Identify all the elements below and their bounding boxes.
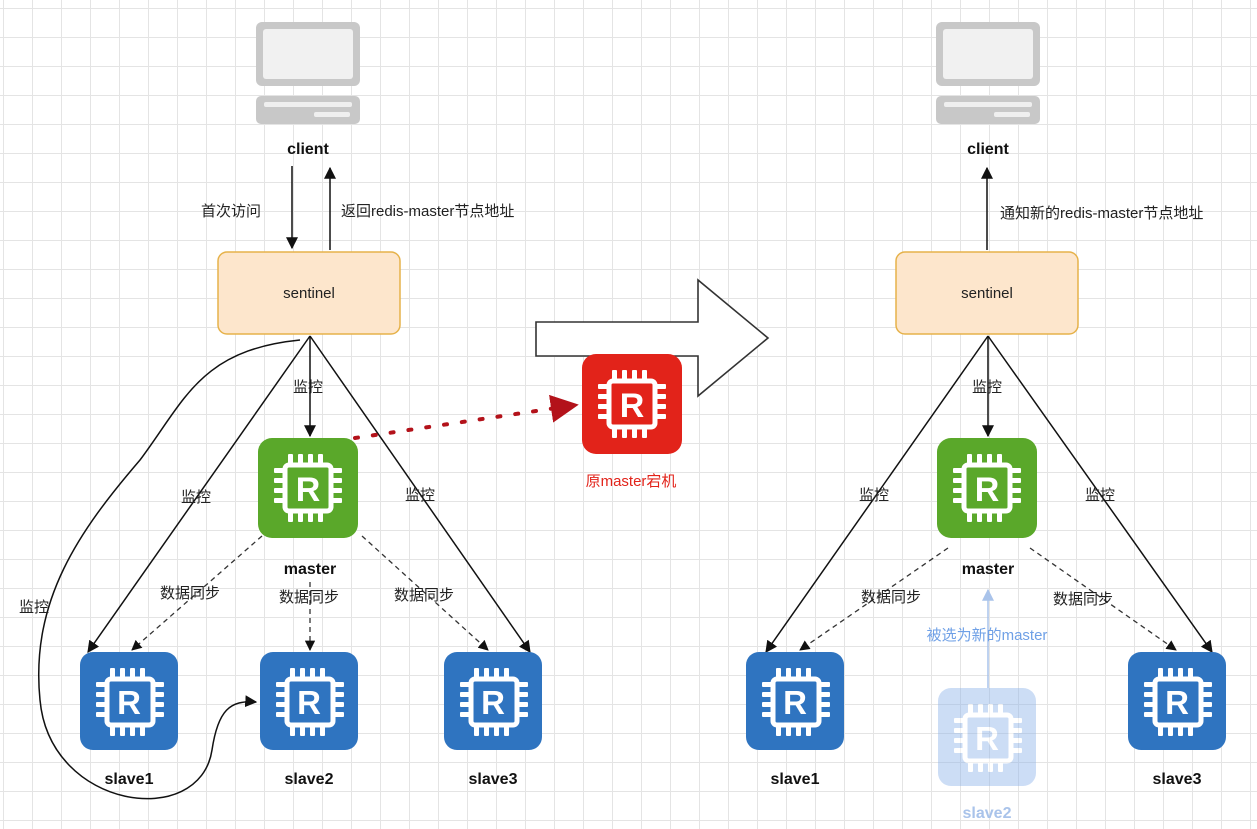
left-first-access-label: 首次访问: [201, 203, 261, 220]
right-slave1-chip-icon: R: [746, 652, 844, 750]
left-sync-slave1-label: 数据同步: [160, 585, 220, 602]
left-slave3-label: slave3: [469, 771, 518, 788]
left-sync-slave1-arrow: [131, 535, 263, 651]
left-slave1-chip-icon: R: [80, 652, 178, 750]
svg-text:R: R: [481, 684, 505, 721]
right-monitor-slave3-arrow: [987, 335, 1213, 653]
right-sync-slave3-label: 数据同步: [1053, 591, 1113, 608]
left-sync-slave3-arrow: [361, 535, 489, 651]
left-monitor-slave1-label: 监控: [181, 489, 211, 506]
failed-master-chip-icon: R: [582, 354, 682, 454]
right-master-label: master: [962, 561, 1014, 578]
svg-text:R: R: [297, 684, 321, 721]
right-monitor-slave3-label: 监控: [1085, 487, 1115, 504]
right-notify-label: 通知新的redis-master节点地址: [1000, 205, 1203, 222]
svg-text:R: R: [975, 471, 1000, 509]
left-sync-slave3-label: 数据同步: [394, 587, 454, 604]
svg-text:R: R: [296, 471, 321, 509]
right-monitor-slave1-label: 监控: [859, 487, 889, 504]
left-monitor-slave1-arrow: [87, 335, 311, 653]
left-monitor-slave2-label: 监控: [19, 599, 49, 616]
left-sentinel-label: sentinel: [283, 285, 335, 302]
left-slave2-chip-icon: R: [260, 652, 358, 750]
right-slave3-chip-icon: R: [1128, 652, 1226, 750]
right-sentinel-label: sentinel: [961, 285, 1013, 302]
right-slave2-chip-icon: R: [938, 688, 1036, 786]
left-slave1-label: slave1: [105, 771, 154, 788]
right-monitor-slave1-arrow: [765, 335, 989, 653]
right-slave2-label: slave2: [963, 805, 1012, 822]
svg-text:R: R: [783, 684, 807, 721]
right-sync-slave1-label: 数据同步: [861, 589, 921, 606]
computer-icon: [256, 22, 360, 124]
left-slave2-label: slave2: [285, 771, 334, 788]
right-monitor-master-label: 监控: [972, 379, 1002, 396]
right-sync-slave1-arrow: [799, 547, 949, 651]
right-slave3-label: slave3: [1153, 771, 1202, 788]
master-failure-dotted-arrow: [353, 394, 579, 440]
left-sentinel-box: [217, 251, 401, 335]
left-monitor-master-label: 监控: [293, 379, 323, 396]
right-client-label: client: [967, 141, 1009, 158]
failed-master-label: 原master宕机: [586, 473, 677, 490]
right-sync-slave3-arrow: [1029, 547, 1177, 651]
left-monitor-slave3-label: 监控: [405, 487, 435, 504]
left-monitor-slave2-curve: [38, 339, 301, 800]
svg-text:R: R: [620, 387, 645, 425]
right-master-chip-icon: R: [937, 438, 1037, 538]
left-return-label: 返回redis-master节点地址: [341, 203, 514, 220]
left-slave3-chip-icon: R: [444, 652, 542, 750]
left-master-chip-icon: R: [258, 438, 358, 538]
right-elected-label: 被选为新的master: [927, 627, 1048, 644]
left-monitor-slave3-arrow: [309, 335, 531, 653]
right-sentinel-box: [895, 251, 1079, 335]
svg-text:R: R: [1165, 684, 1189, 721]
big-arrow-icon: [535, 278, 770, 398]
left-client-label: client: [287, 141, 329, 158]
right-slave1-label: slave1: [771, 771, 820, 788]
svg-text:R: R: [117, 684, 141, 721]
left-sync-slave2-label: 数据同步: [279, 589, 339, 606]
svg-text:R: R: [975, 720, 999, 757]
left-master-label: master: [284, 561, 336, 578]
computer-icon: [936, 22, 1040, 124]
